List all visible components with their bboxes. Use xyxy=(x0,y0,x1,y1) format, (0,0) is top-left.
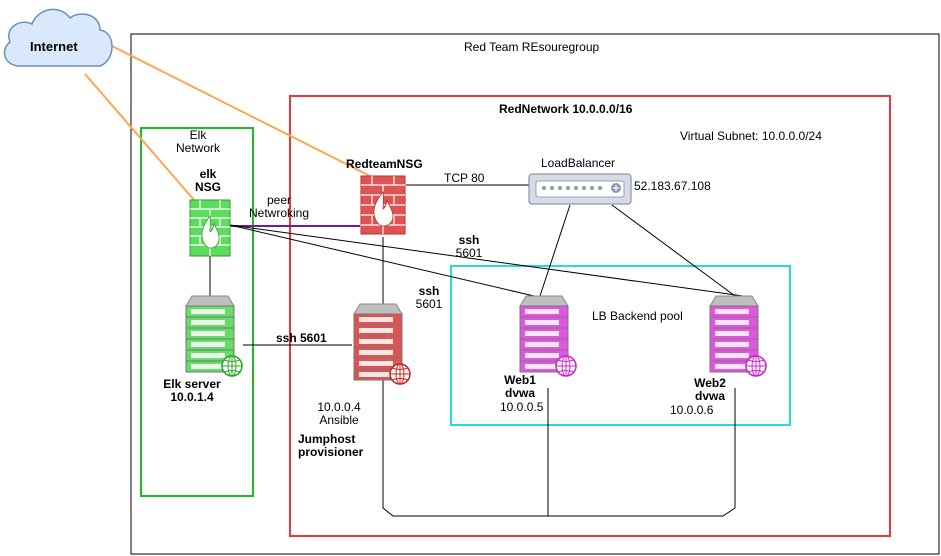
red-network-title: RedNetwork 10.0.0.0/16 xyxy=(499,102,633,116)
resource-group-box xyxy=(130,33,940,555)
cloud-icon xyxy=(3,8,113,67)
server-icon xyxy=(519,295,577,377)
virtual-subnet-label: Virtual Subnet: 10.0.0.0/24 xyxy=(680,129,822,143)
ssh-elk-label: ssh 5601 xyxy=(276,331,327,345)
nsg-to-web1 xyxy=(229,224,535,297)
server-icon xyxy=(353,303,411,385)
lb-to-web1 xyxy=(539,204,571,297)
internet-link-redteam xyxy=(107,43,371,177)
lb-backend-pool-label: LB Backend pool xyxy=(592,309,683,323)
bottom-bus xyxy=(382,237,736,517)
globe-icon xyxy=(745,355,767,377)
firewall-icon xyxy=(189,199,231,257)
server-icon xyxy=(709,295,767,377)
server-icon xyxy=(185,295,243,377)
resource-group-title: Red Team REsouregroup xyxy=(464,40,600,54)
internet-link-elk xyxy=(84,73,195,201)
globe-icon xyxy=(221,355,243,377)
lb-backend-pool-box xyxy=(450,265,791,426)
tcp80-label: TCP 80 xyxy=(444,171,485,185)
globe-icon xyxy=(389,363,411,385)
lb-ip-label: 52.183.67.108 xyxy=(634,179,711,193)
globe-icon xyxy=(555,355,577,377)
web2-ip-label: 10.0.0.6 xyxy=(670,403,714,417)
elk-network-box xyxy=(140,127,254,497)
load-balancer-icon xyxy=(528,173,632,205)
loadbalancer-label: LoadBalancer xyxy=(541,156,616,170)
lb-to-web2 xyxy=(611,204,736,297)
nsg-to-web2 xyxy=(229,224,744,297)
red-network-box xyxy=(289,95,891,537)
redteam-nsg-label: RedteamNSG xyxy=(346,157,423,171)
internet-label: Internet xyxy=(30,39,78,54)
firewall-icon xyxy=(360,175,406,235)
web1-ip-label: 10.0.0.5 xyxy=(500,400,544,414)
